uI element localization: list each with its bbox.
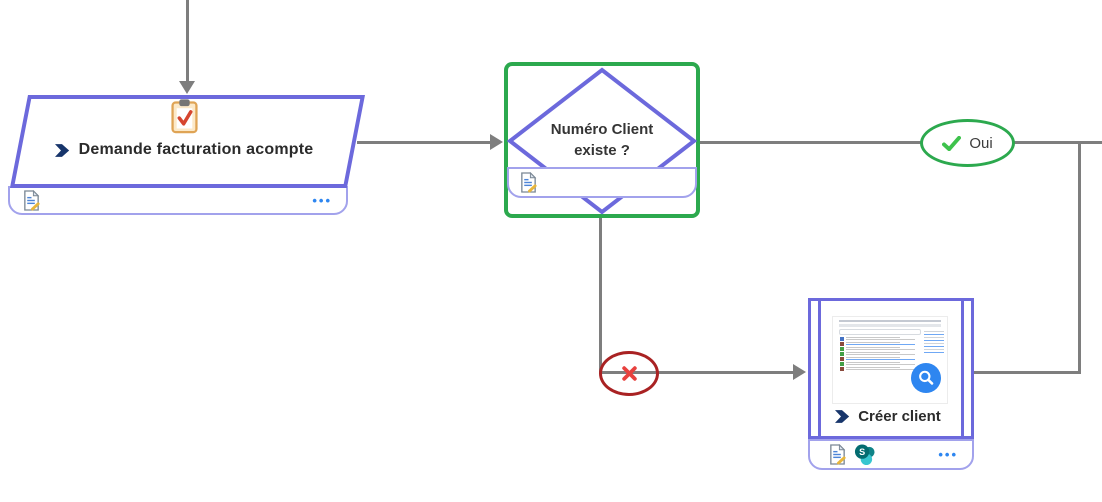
connector-merge-horizontal [974, 370, 1081, 374]
arrowhead-to-creer [793, 364, 806, 380]
creer-label: Créer client [858, 408, 941, 425]
more-options-button[interactable]: ••• [312, 193, 332, 208]
oui-ellipse[interactable]: Oui [920, 119, 1015, 167]
thumbnail-navbar [839, 320, 941, 322]
document-edit-icon[interactable] [519, 172, 538, 193]
magnifier-badge-icon [911, 363, 941, 393]
clipboard-check-icon [170, 98, 198, 134]
decision-footer-bar [507, 167, 697, 198]
thumbnail-list [833, 337, 947, 371]
thumbnail-searchbox [839, 329, 921, 335]
decision-label: Numéro Client existe ? [550, 121, 654, 159]
arrowhead-to-decision [490, 134, 503, 150]
thumbnail-sidebar [924, 331, 944, 355]
creer-label-row: Créer client [818, 408, 958, 425]
non-ellipse[interactable] [599, 351, 659, 396]
node-demande-content: Demande facturation acompte [14, 98, 354, 186]
sharepoint-icon: S [854, 444, 875, 465]
check-icon [942, 135, 962, 151]
connector-non-vertical [599, 218, 602, 373]
creer-footer-bar: S ••• [808, 439, 974, 470]
thumbnail-toolbar [839, 324, 941, 327]
more-options-button[interactable]: ••• [938, 447, 958, 462]
cross-icon [621, 365, 638, 382]
connector-incoming [186, 0, 189, 82]
document-edit-icon[interactable] [22, 190, 41, 211]
connector-to-decision [357, 140, 491, 144]
connector-non-horizontal [599, 370, 795, 374]
oui-label: Oui [969, 134, 993, 152]
power-automate-icon [835, 409, 850, 424]
svg-text:S: S [859, 447, 865, 457]
demande-footer-bar: ••• [8, 186, 348, 215]
connector-oui-path [700, 140, 1102, 144]
power-automate-icon [54, 143, 70, 158]
arrowhead-incoming [179, 81, 195, 94]
demande-label: Demande facturation acompte [78, 141, 314, 158]
document-edit-icon[interactable] [828, 444, 847, 465]
connector-merge-vertical [1078, 142, 1081, 373]
